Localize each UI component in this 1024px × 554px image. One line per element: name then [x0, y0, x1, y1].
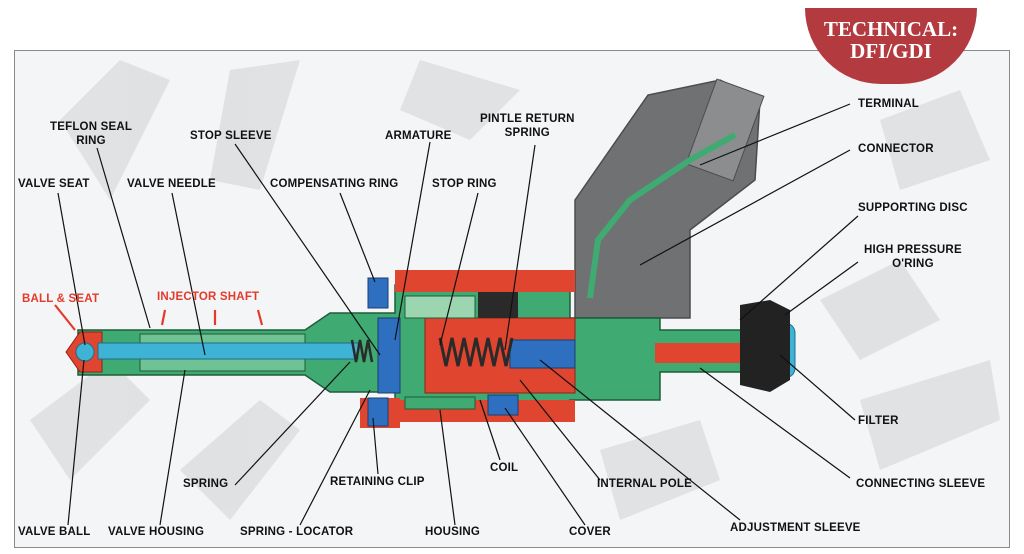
label-supporting-disc: SUPPORTING DISC: [858, 202, 968, 214]
armature-spring: [350, 339, 374, 363]
red-arrows: [54, 304, 264, 331]
pintle-return-spring: [438, 337, 514, 367]
label-ball-and-seat: BALL & SEAT: [22, 293, 100, 305]
label-compensating-ring: COMPENSATING RING: [270, 178, 399, 190]
label-high-pressure-oring: HIGH PRESSURE O'RING: [864, 243, 962, 271]
valve-needle: [75, 339, 576, 369]
label-valve-housing: VALVE HOUSING: [108, 526, 205, 538]
label-adjustment-sleeve: ADJUSTMENT SLEEVE: [730, 522, 861, 534]
label-terminal: TERMINAL: [858, 98, 920, 110]
label-spring-locator: SPRING - LOCATOR: [240, 526, 354, 538]
label-teflon-seal-ring: TEFLON SEAL RING: [50, 120, 132, 148]
label-high-pressure-oring-line2: O'RING: [892, 258, 934, 270]
label-filter: FILTER: [858, 415, 899, 427]
connector-body: [574, 78, 765, 319]
label-connecting-sleeve: CONNECTING SLEEVE: [856, 478, 986, 490]
label-pintle-return-spring-line1: PINTLE RETURN: [480, 113, 575, 125]
label-internal-pole: INTERNAL POLE: [597, 478, 693, 490]
label-high-pressure-oring-line1: HIGH PRESSURE: [864, 244, 962, 256]
label-stop-sleeve: STOP SLEEVE: [190, 130, 272, 142]
leader-lines: [57, 103, 859, 526]
filter-assembly: [740, 300, 796, 392]
label-spring: SPRING: [183, 478, 229, 490]
label-cover: COVER: [569, 526, 611, 538]
watermark-pattern: [30, 60, 1000, 520]
label-housing: HOUSING: [425, 526, 481, 538]
label-pintle-return-spring-line2: SPRING: [504, 127, 550, 139]
label-injector-shaft: INJECTOR SHAFT: [157, 291, 260, 303]
label-valve-ball: VALVE BALL: [18, 526, 91, 538]
label-connector: CONNECTOR: [858, 143, 934, 155]
badge-line-1: TECHNICAL:: [823, 17, 959, 41]
label-teflon-seal-ring-line1: TEFLON SEAL: [50, 121, 133, 133]
label-armature: ARMATURE: [385, 130, 452, 142]
label-valve-needle: VALVE NEEDLE: [127, 178, 216, 190]
badge-line-2: DFI/GDI: [850, 39, 932, 63]
label-pintle-return-spring: PINTLE RETURN SPRING: [480, 112, 575, 140]
label-coil: COIL: [490, 462, 519, 474]
coil-windings: [404, 292, 518, 410]
label-teflon-seal-ring-line2: RING: [76, 135, 106, 147]
label-stop-ring: STOP RING: [432, 178, 497, 190]
label-retaining-clip: RETAINING CLIP: [330, 476, 425, 488]
label-valve-seat: VALVE SEAT: [18, 178, 90, 190]
